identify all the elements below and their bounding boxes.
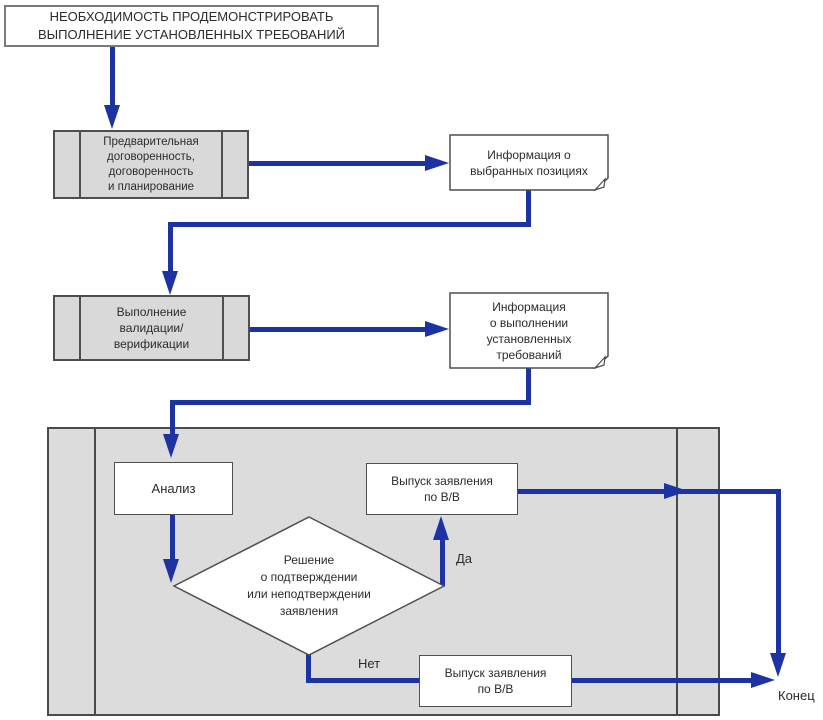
document-info-fulfilment: Информация о выполнении установленных тр… — [449, 292, 609, 369]
analysis-box: Анализ — [114, 462, 233, 515]
connector-yes — [440, 540, 445, 586]
prearrangement-line2: договоренность, — [107, 150, 195, 163]
info-selected-line1: Информация о — [487, 147, 571, 162]
connector-perform-to-info2 — [250, 327, 425, 332]
diamond-shape-icon — [172, 516, 446, 656]
document-info-selected: Информация о выбранных позициях — [449, 134, 609, 191]
document-shape-icon — [449, 292, 609, 369]
release-statement-bottom-box: Выпуск заявления по В/В — [419, 655, 572, 707]
release-top-line1: Выпуск заявления — [391, 474, 493, 488]
band-left-divider — [94, 429, 96, 714]
analysis-label: Анализ — [151, 480, 196, 496]
decision-diamond: Решение о подтверждении или неподтвержде… — [172, 515, 446, 657]
prearrangement-line3: договоренность — [108, 165, 194, 178]
start-box-line1: НЕОБХОДИМОСТЬ ПРОДЕМОНСТРИРОВАТЬ — [49, 9, 334, 24]
decision-line4: заявления — [279, 604, 339, 618]
release-bottom-line1: Выпуск заявления — [444, 666, 547, 680]
arrowhead-up-icon — [433, 516, 449, 540]
start-box: НЕОБХОДИМОСТЬ ПРОДЕМОНСТРИРОВАТЬ ВЫПОЛНЕ… — [4, 5, 379, 47]
decision-line3: или неподтверждении — [247, 587, 371, 601]
connector-info-left — [168, 222, 531, 227]
connector-info-down — [526, 190, 531, 227]
info-selected-line2: выбранных позициях — [470, 163, 588, 178]
decision-line1: Решение — [283, 553, 335, 567]
branch-label-yes: Да — [456, 551, 473, 566]
branch-label-no: Нет — [358, 656, 381, 671]
prearrangement-line1: Предварительная — [103, 135, 199, 148]
decision-line2: о подтверждении — [260, 570, 358, 584]
release-top-line2: по В/В — [424, 490, 460, 504]
arrowhead-right-icon — [751, 672, 775, 688]
connector-prearrangement-to-info — [249, 161, 426, 166]
arrowhead-right-icon — [425, 321, 449, 337]
arrowhead-down-icon — [162, 271, 178, 295]
connector-release-top-right — [518, 489, 781, 494]
info-fulfilment-line4: требований — [496, 347, 562, 362]
perform-vv-line3: верификации — [113, 337, 190, 351]
predefined-process-prearrangement: Предварительная договоренность, договоре… — [53, 130, 249, 199]
end-label: Конец — [778, 688, 815, 703]
process-side-bar — [79, 297, 81, 359]
start-box-line2: ВЫПОЛНЕНИЕ УСТАНОВЛЕННЫХ ТРЕБОВАНИЙ — [37, 27, 346, 42]
release-bottom-line2: по В/В — [477, 682, 514, 696]
connector-info-to-perform — [168, 226, 173, 272]
perform-vv-line2: валидации/ — [119, 321, 184, 335]
arrowhead-down-icon — [163, 559, 179, 583]
arrowhead-down-icon — [770, 653, 786, 677]
arrowhead-down-icon — [163, 434, 179, 458]
arrowhead-down-icon — [104, 105, 120, 129]
connector-info2-left — [170, 400, 531, 405]
predefined-process-perform-vv: Выполнение валидации/ верификации — [53, 295, 250, 361]
arrowhead-right-icon — [425, 155, 449, 171]
info-fulfilment-line3: установленных — [486, 331, 572, 346]
connector-start-to-prearrangement — [110, 47, 115, 106]
prearrangement-line4: и планирование — [107, 180, 195, 193]
connector-info2-to-analysis — [170, 404, 175, 435]
connector-no-down — [306, 652, 311, 681]
info-fulfilment-line2: о выполнении — [489, 315, 569, 330]
arrowhead-right-icon — [664, 483, 688, 499]
connector-info2-down — [526, 368, 531, 405]
process-side-bar — [222, 297, 224, 359]
perform-vv-line1: Выполнение — [116, 305, 187, 319]
info-fulfilment-line1: Информация — [492, 299, 566, 314]
connector-release-top-down — [776, 489, 781, 654]
release-statement-top-box: Выпуск заявления по В/В — [366, 463, 518, 515]
document-shape-icon — [449, 134, 609, 191]
process-side-bar — [79, 132, 81, 197]
process-side-bar — [221, 132, 223, 197]
connector-analysis-to-decision — [170, 514, 175, 560]
band-right-divider — [676, 429, 678, 714]
